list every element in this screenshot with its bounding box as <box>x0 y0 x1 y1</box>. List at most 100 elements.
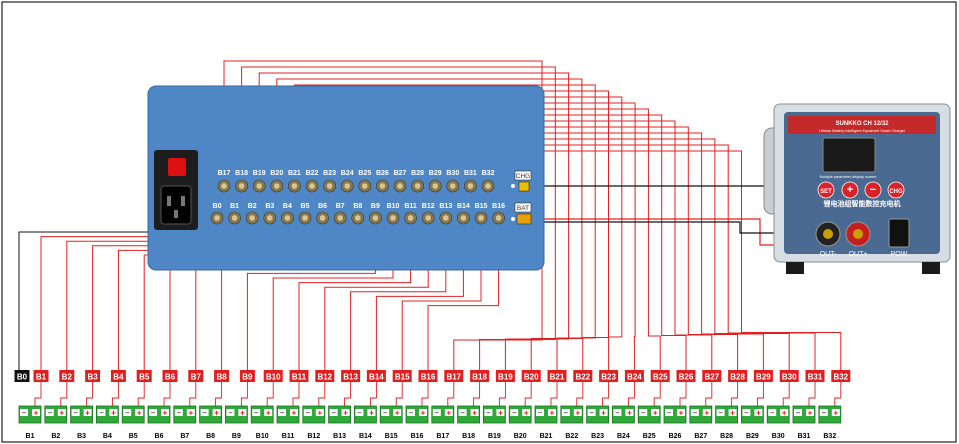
bottom-port[interactable] <box>439 211 453 225</box>
bottom-port[interactable] <box>228 211 241 225</box>
top-port[interactable] <box>340 179 354 193</box>
lead-label-text: B17 <box>446 373 461 382</box>
cell-plus-sign: + <box>833 409 838 418</box>
battery-cell: −+B26 <box>663 382 687 440</box>
port-label: B1 <box>230 203 239 210</box>
bottom-port[interactable] <box>386 211 400 225</box>
bottom-port[interactable] <box>316 211 329 225</box>
top-port[interactable] <box>358 179 372 193</box>
charger-button[interactable]: SET <box>817 181 835 199</box>
port-label: B9 <box>371 203 380 210</box>
battery-cell: −+B23 <box>586 382 610 440</box>
cell-minus-sign: − <box>228 409 233 418</box>
cell-neg-pad <box>690 409 699 416</box>
cell-plus-sign: + <box>59 409 64 418</box>
charger-button[interactable]: + <box>841 181 859 199</box>
cell-label: B30 <box>772 433 785 440</box>
cell-neg-pad <box>819 409 828 416</box>
lead-label: B1 <box>33 370 49 382</box>
pow-switch-icon[interactable] <box>888 218 910 248</box>
port-label: B28 <box>411 170 424 177</box>
cell-plus-sign: + <box>163 409 168 418</box>
top-port[interactable] <box>376 179 389 193</box>
bat-connector[interactable]: BAT <box>511 202 532 225</box>
lead-label-text: B15 <box>395 373 410 382</box>
battery-cell: −+B6 <box>147 382 171 440</box>
cell-pos-pad <box>290 409 298 416</box>
cell-plus-sign: + <box>472 409 477 418</box>
cell-pos-pad <box>522 409 531 416</box>
port-label: B31 <box>464 170 477 177</box>
top-port[interactable] <box>481 179 495 193</box>
lead-label-text: B2 <box>62 373 73 382</box>
bottom-port[interactable] <box>298 211 312 225</box>
cell-minus-sign: − <box>176 409 181 418</box>
cell-label: B17 <box>436 433 449 440</box>
power-switch-icon[interactable] <box>168 158 186 176</box>
cell-neg-pad <box>432 409 441 416</box>
bottom-port[interactable] <box>492 211 505 225</box>
bottom-port[interactable] <box>245 211 259 225</box>
lead-label: B20 <box>521 370 541 382</box>
out-plus-terminal[interactable] <box>845 221 871 247</box>
lead-label: B27 <box>702 370 722 382</box>
bottom-port[interactable] <box>474 211 488 225</box>
top-port[interactable] <box>323 179 336 193</box>
cell-wire <box>111 382 119 407</box>
battery-cell: −+B28 <box>715 382 739 440</box>
chg-connector[interactable]: CHG <box>511 170 532 192</box>
cell-wire <box>292 382 300 407</box>
battery-cell: −+B9 <box>224 382 248 440</box>
lead-label-text: B0 <box>17 373 28 382</box>
bottom-port[interactable] <box>457 211 470 225</box>
top-port[interactable] <box>305 179 319 193</box>
cell-label: B31 <box>798 433 811 440</box>
pow-label: POW <box>891 251 908 258</box>
bottom-port[interactable] <box>281 211 294 225</box>
bottom-port[interactable] <box>351 211 365 225</box>
cell-neg-pad <box>45 409 54 416</box>
cell-minus-sign: − <box>512 409 517 418</box>
charger-buttons: SET +−CHG <box>817 181 905 199</box>
port-label: B19 <box>253 170 266 177</box>
cell-label: B3 <box>77 433 86 440</box>
top-port[interactable] <box>393 179 407 193</box>
cell-minus-sign: − <box>486 409 491 418</box>
cell-minus-sign: − <box>770 409 775 418</box>
lead-label: B0 <box>14 370 30 382</box>
top-port[interactable] <box>235 179 248 193</box>
charger-button[interactable]: − <box>864 181 882 199</box>
lead-label: B25 <box>650 370 670 382</box>
battery-cell: −+B15 <box>379 382 403 440</box>
lead-label: B6 <box>162 370 178 382</box>
smart-charger: SUNKKO CH 12/32 Lithium Battery Intellig… <box>763 103 951 274</box>
top-port[interactable] <box>428 179 442 193</box>
cell-pos-pad <box>419 409 427 416</box>
cell-minus-sign: − <box>667 409 672 418</box>
cell-neg-pad <box>484 409 493 416</box>
out-minus-terminal[interactable] <box>815 221 841 247</box>
cell-neg-pad <box>561 409 570 416</box>
cell-minus-sign: − <box>125 409 130 418</box>
top-port[interactable] <box>464 179 477 193</box>
bottom-port[interactable] <box>369 211 382 225</box>
top-port[interactable] <box>446 179 460 193</box>
cell-plus-sign: + <box>85 409 90 418</box>
cell-plus-sign: + <box>240 409 245 418</box>
cell-plus-sign: + <box>369 409 374 418</box>
bottom-port[interactable] <box>421 211 435 225</box>
top-port[interactable] <box>288 179 301 193</box>
bottom-port[interactable] <box>210 211 224 225</box>
bottom-port[interactable] <box>404 211 417 225</box>
top-port[interactable] <box>252 179 266 193</box>
top-port[interactable] <box>411 179 424 193</box>
lead-label: B26 <box>676 370 696 382</box>
charger-button[interactable]: CHG <box>887 181 905 199</box>
top-port[interactable] <box>217 179 231 193</box>
cell-plus-sign: + <box>498 409 503 418</box>
ac-pin-icon <box>174 210 178 218</box>
bottom-port[interactable] <box>333 211 347 225</box>
top-port[interactable] <box>270 179 284 193</box>
cell-label: B10 <box>256 433 269 440</box>
bottom-port[interactable] <box>263 211 277 225</box>
